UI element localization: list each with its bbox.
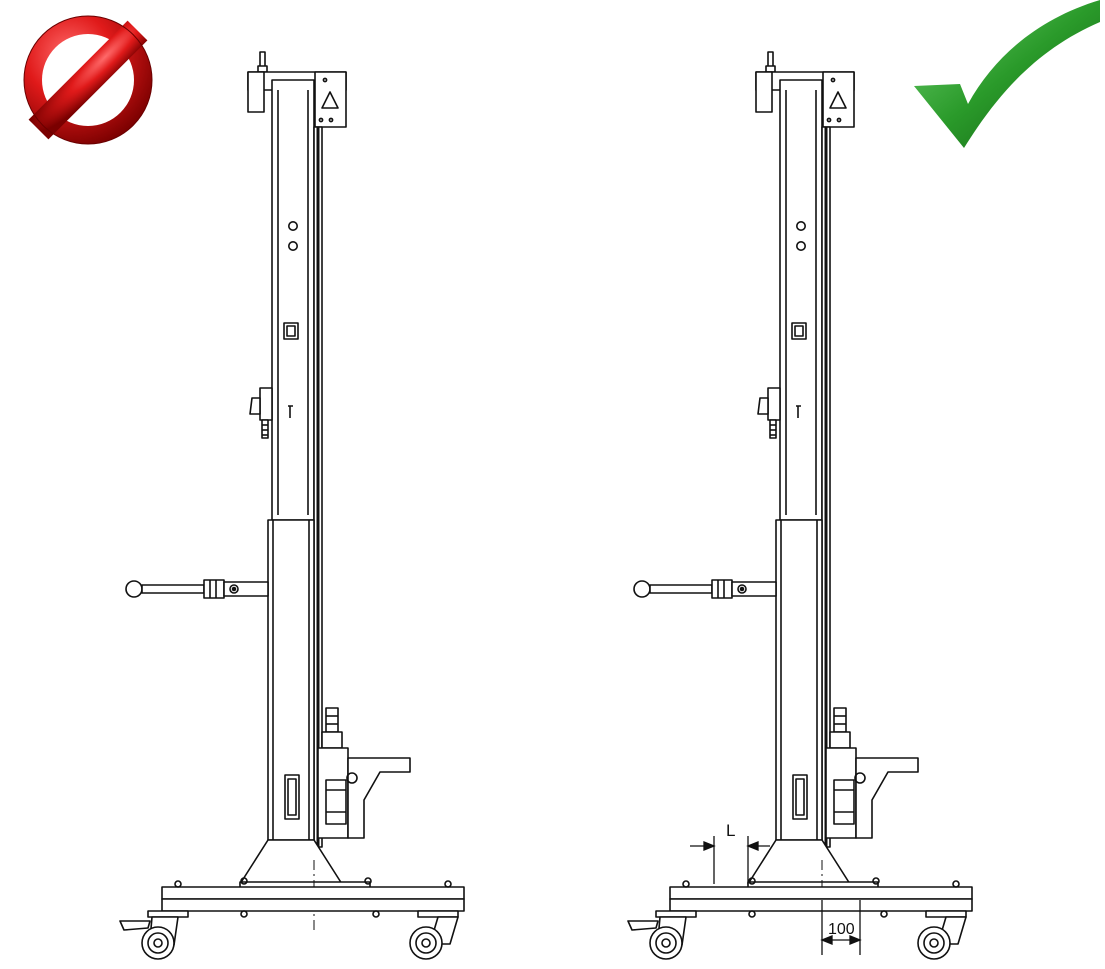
dimension-label-l: L (726, 821, 735, 840)
checkmark-icon (914, 0, 1100, 148)
dimension-l (690, 836, 770, 884)
correct-panel: L 100 (626, 0, 1100, 961)
incorrect-panel (23, 15, 466, 961)
dimension-label-100: 100 (828, 921, 855, 938)
dimension-100 (820, 900, 862, 955)
prohibition-icon (23, 15, 153, 145)
mobile-lift-stand-drawing (118, 50, 466, 961)
mobile-lift-stand-drawing-correct (626, 50, 974, 961)
